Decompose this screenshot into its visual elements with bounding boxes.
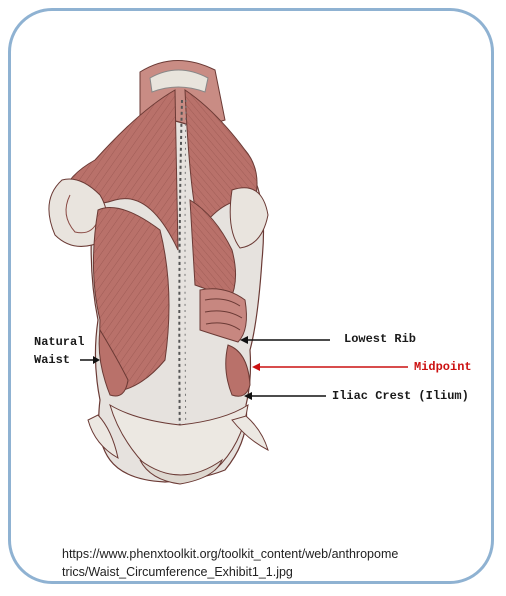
source-credit-line2: trics/Waist_Circumference_Exhibit1_1.jpg <box>62 563 492 581</box>
label-lowest-rib: Lowest Rib <box>344 332 416 346</box>
label-natural-waist-line2: Waist <box>34 353 70 367</box>
source-credit: https://www.phenxtoolkit.org/toolkit_con… <box>62 545 492 581</box>
arrow-midpoint <box>252 363 408 371</box>
label-natural-waist-line1: Natural <box>34 335 84 349</box>
label-midpoint: Midpoint <box>414 360 472 374</box>
arrow-iliac-crest <box>244 392 326 400</box>
label-iliac-crest: Iliac Crest (Ilium) <box>332 389 469 403</box>
source-credit-line1: https://www.phenxtoolkit.org/toolkit_con… <box>62 545 492 563</box>
